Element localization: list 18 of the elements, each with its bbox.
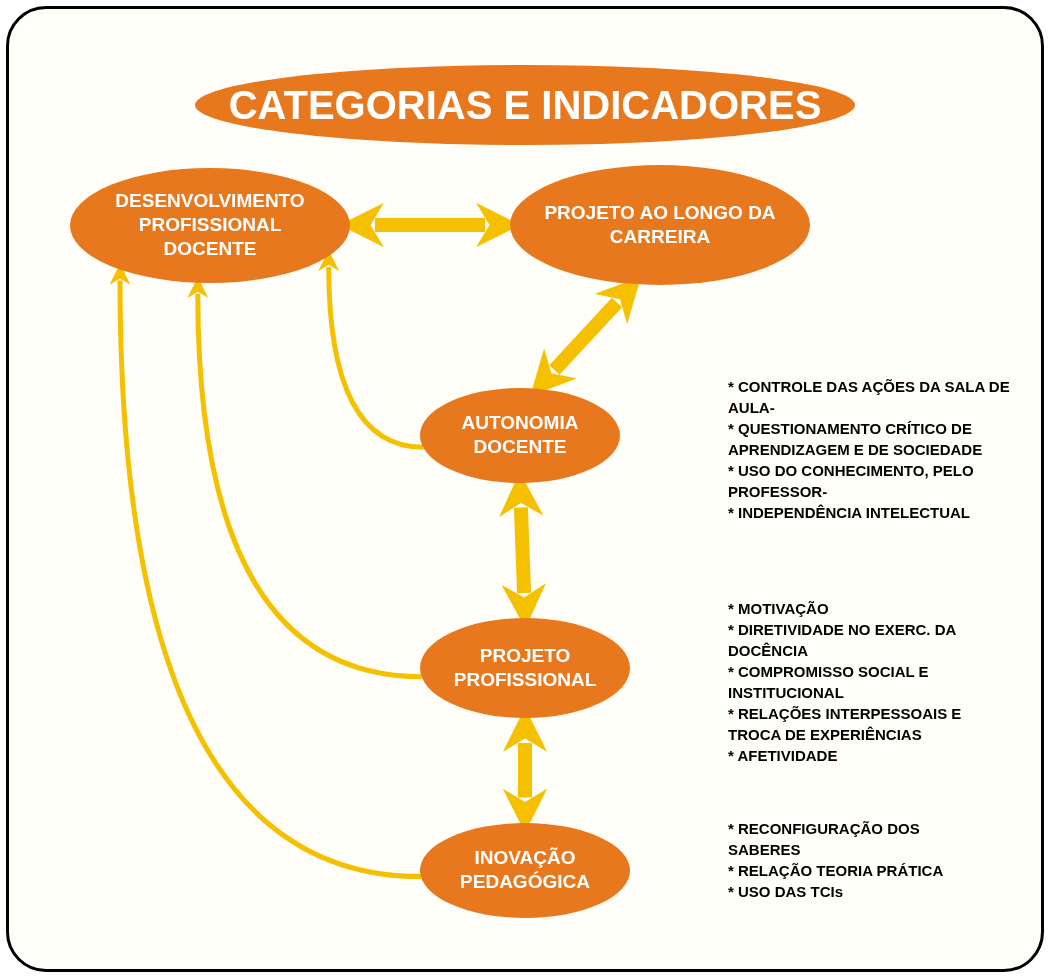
indicator-text: * AFETIVIDADE bbox=[728, 746, 839, 766]
indicator-text: * DIRETIVIDADE NO EXERC. DA DOCÊNCIA bbox=[728, 620, 957, 661]
indicator-text: * COMPROMISSO SOCIAL E INSTITUCIONAL bbox=[728, 662, 930, 703]
indicator-text: * INDEPENDÊNCIA INTELECTUAL bbox=[728, 503, 971, 523]
category-label: DESENVOLVIMENTO PROFISSIONAL DOCENTE bbox=[114, 189, 306, 261]
indicator-text: * QUESTIONAMENTO CRÍTICO DE APRENDIZAGEM E DE SOCIEDADE bbox=[728, 419, 984, 460]
category-label: INOVAÇÃO PEDAGÓGICA bbox=[459, 846, 591, 894]
indicator-text: * CONTROLE DAS AÇÕES DA SALA DE AULA- bbox=[728, 377, 1011, 418]
indicator-text: * RELAÇÃO TEORIA PRÁTICA bbox=[728, 861, 945, 881]
category-label: AUTONOMIA DOCENTE bbox=[460, 411, 580, 459]
indicator-text: * USO DAS TCIs bbox=[728, 882, 845, 902]
category-label: CATEGORIAS E INDICADORES bbox=[228, 82, 822, 129]
indicator-text: * RELAÇÕES INTERPESSOAIS E TROCA DE EXPERIÊNCIAS bbox=[728, 704, 963, 745]
category-label: PROJETO AO LONGO DA CARREIRA bbox=[543, 201, 777, 249]
indicator-text: * USO DO CONHECIMENTO, PELO PROFESSOR- bbox=[728, 461, 975, 502]
indicator-text: * RECONFIGURAÇÃO DOS SABERES bbox=[728, 819, 921, 860]
indicator-text: * MOTIVAÇÃO bbox=[728, 599, 830, 619]
category-label: PROJETO PROFISSIONAL bbox=[452, 644, 598, 692]
